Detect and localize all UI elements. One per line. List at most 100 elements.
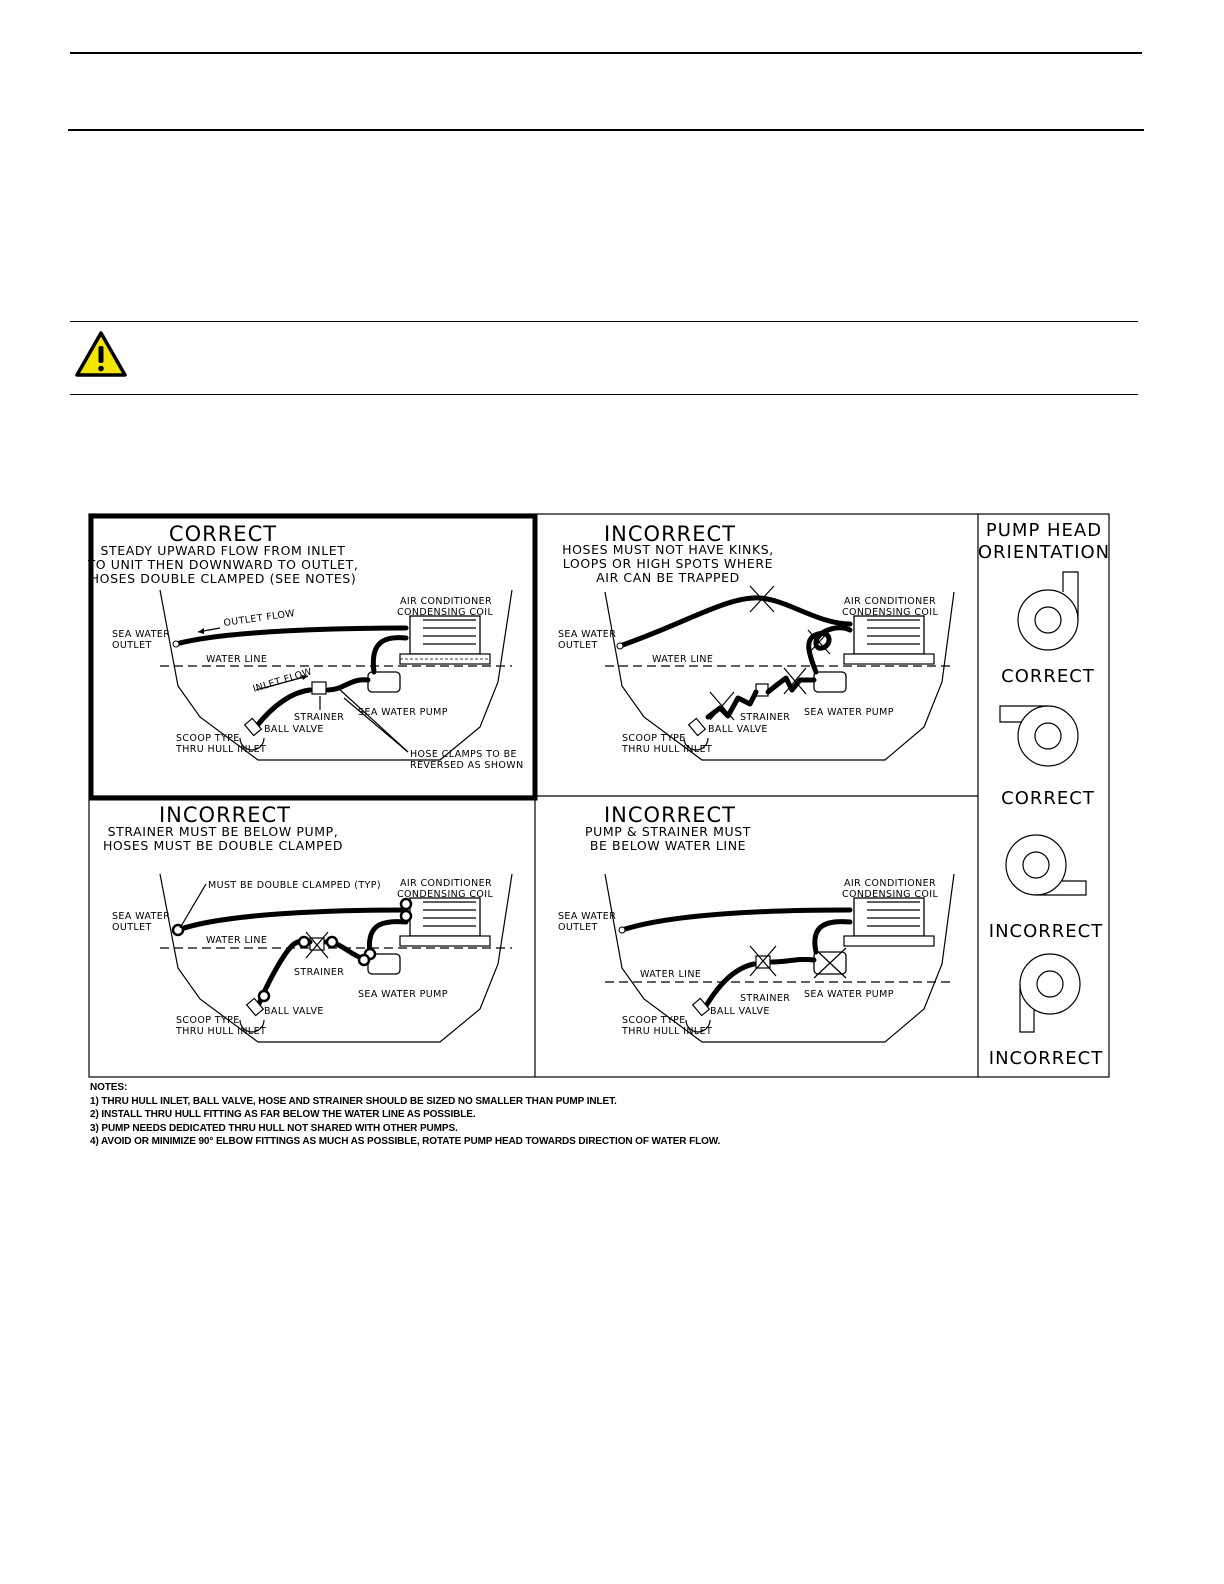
x-mark: [813, 947, 847, 979]
label-ball-valve: BALL VALVE: [264, 1006, 324, 1017]
x-mark: [709, 691, 735, 721]
hull-outline: [604, 873, 955, 1043]
panel-heading: INCORRECT: [159, 803, 291, 827]
clamp-markers: [171, 897, 413, 1003]
inlet-hose: [703, 961, 757, 1009]
panel-subtitle-line: LOOPS OR HIGH SPOTS WHERE: [563, 556, 773, 571]
strainer-to-pump-hose: [769, 956, 817, 965]
pump-to-unit-hose: [366, 919, 409, 957]
label-sea-water-pump: SEA WATER PUMP: [358, 707, 448, 718]
label-water-line: WATER LINE: [206, 654, 267, 665]
label-sea-water-pump: SEA WATER PUMP: [358, 989, 448, 1000]
ac-unit: [843, 615, 935, 665]
pump-head-label-correct: CORRECT: [1001, 666, 1095, 687]
label-strainer: STRAINER: [740, 712, 790, 723]
pump-to-unit-hose: [812, 919, 853, 955]
label-scoop: THRU HULL INLET: [175, 1026, 266, 1037]
label-scoop: THRU HULL INLET: [175, 744, 266, 755]
correct-highlight-box: [88, 513, 538, 801]
label-water-line: WATER LINE: [652, 654, 713, 665]
label-ac-coil: CONDENSING COIL: [397, 607, 493, 618]
ac-unit: [843, 897, 935, 947]
loop-hose: [806, 625, 853, 675]
label-strainer: STRAINER: [294, 712, 344, 723]
label-ac-coil: AIR CONDITIONER: [844, 878, 936, 889]
panel-subtitle-line: AIR CAN BE TRAPPED: [596, 570, 740, 585]
label-hose-clamps: REVERSED AS SHOWN: [410, 760, 524, 771]
pump-head-icon: [1017, 571, 1079, 651]
panel-correct: CORRECT STEADY UPWARD FLOW FROM INLET TO…: [88, 522, 524, 771]
label-ac-coil: CONDENSING COIL: [842, 607, 938, 618]
label-ac-coil: CONDENSING COIL: [842, 889, 938, 900]
label-sea-water-outlet: OUTLET: [558, 922, 598, 933]
label-sea-water-outlet: OUTLET: [112, 640, 152, 651]
label-sea-water-pump: SEA WATER PUMP: [804, 989, 894, 1000]
outlet-hose: [173, 625, 409, 647]
label-ac-coil: AIR CONDITIONER: [844, 596, 936, 607]
label-water-line: WATER LINE: [640, 969, 701, 980]
scoop-inlet: [685, 1019, 711, 1033]
label-sea-water-outlet: SEA WATER: [558, 911, 616, 922]
pump-head-label-incorrect: INCORRECT: [989, 921, 1103, 942]
ball-valve: [687, 717, 707, 737]
sea-water-pump: [367, 671, 401, 693]
warning-rule-top: [70, 321, 1138, 322]
label-strainer: STRAINER: [294, 967, 344, 978]
panel-subtitle-line: PUMP & STRAINER MUST: [585, 824, 751, 839]
outlet-hose: [175, 907, 409, 933]
label-ball-valve: BALL VALVE: [708, 724, 768, 735]
panel-subtitle-line: STEADY UPWARD FLOW FROM INLET: [100, 543, 345, 558]
panel-subtitle-line: TO UNIT THEN DOWNWARD TO OUTLET,: [88, 557, 358, 572]
ac-unit: [399, 615, 491, 665]
x-mark: [305, 931, 329, 959]
hull-outline: [159, 589, 513, 761]
label-scoop: SCOOP TYPE: [622, 733, 686, 744]
label-hose-clamps: HOSE CLAMPS TO BE: [410, 749, 517, 760]
pump-head-label-incorrect: INCORRECT: [989, 1048, 1103, 1069]
scoop-inlet: [239, 1019, 265, 1033]
hull-outline: [604, 591, 955, 761]
panel-incorrect-strainer: INCORRECT STRAINER MUST BE BELOW PUMP, H…: [103, 803, 513, 1043]
pump-head-icon: [1005, 834, 1087, 896]
pump-to-unit-hose: [370, 635, 409, 675]
ball-valve: [245, 997, 265, 1017]
pump-head-title: ORIENTATION: [978, 542, 1110, 563]
label-sea-water-outlet: SEA WATER: [112, 629, 170, 640]
note-item: 1) THRU HULL INLET, BALL VALVE, HOSE AND…: [90, 1095, 617, 1107]
panel-subtitle-line: BE BELOW WATER LINE: [590, 838, 746, 853]
scoop-inlet: [683, 737, 709, 751]
pump-head-icon: [1019, 953, 1081, 1033]
label-water-line: WATER LINE: [206, 935, 267, 946]
outlet-hose-high-spot: [617, 595, 853, 649]
panel-incorrect-kinks: INCORRECT HOSES MUST NOT HAVE KINKS, LOO…: [558, 522, 955, 761]
top-rule-2: [68, 129, 1144, 131]
label-double-clamped: MUST BE DOUBLE CLAMPED (TYP): [208, 880, 381, 891]
label-sea-water-outlet: SEA WATER: [558, 629, 616, 640]
label-scoop: THRU HULL INLET: [621, 744, 712, 755]
label-sea-water-pump: SEA WATER PUMP: [804, 707, 894, 718]
pump-head-label-correct: CORRECT: [1001, 788, 1095, 809]
note-item: 2) INSTALL THRU HULL FITTING AS FAR BELO…: [90, 1109, 476, 1121]
label-ac-coil: AIR CONDITIONER: [400, 596, 492, 607]
label-outlet-flow: OUTLET FLOW: [223, 608, 296, 629]
label-ball-valve: BALL VALVE: [264, 724, 324, 735]
strainer: [755, 683, 769, 697]
ac-unit: [399, 897, 491, 947]
note-item: 3) PUMP NEEDS DEDICATED THRU HULL NOT SH…: [90, 1122, 458, 1134]
label-ac-coil: CONDENSING COIL: [397, 889, 493, 900]
outlet-hose: [619, 907, 853, 933]
kinked-hose: [705, 675, 817, 720]
label-scoop: SCOOP TYPE: [176, 1015, 240, 1026]
scoop-inlet: [239, 737, 265, 751]
label-scoop: SCOOP TYPE: [622, 1015, 686, 1026]
panel-heading: INCORRECT: [604, 522, 736, 546]
label-scoop: SCOOP TYPE: [176, 733, 240, 744]
x-mark: [807, 629, 831, 655]
panel-incorrect-water-line: INCORRECT PUMP & STRAINER MUST BE BELOW …: [558, 803, 955, 1043]
strainer: [311, 681, 327, 695]
x-mark: [783, 667, 807, 695]
pump-head-icon: [999, 705, 1079, 767]
ball-valve: [243, 717, 263, 737]
x-mark: [749, 945, 777, 977]
top-rule-1: [70, 52, 1142, 54]
